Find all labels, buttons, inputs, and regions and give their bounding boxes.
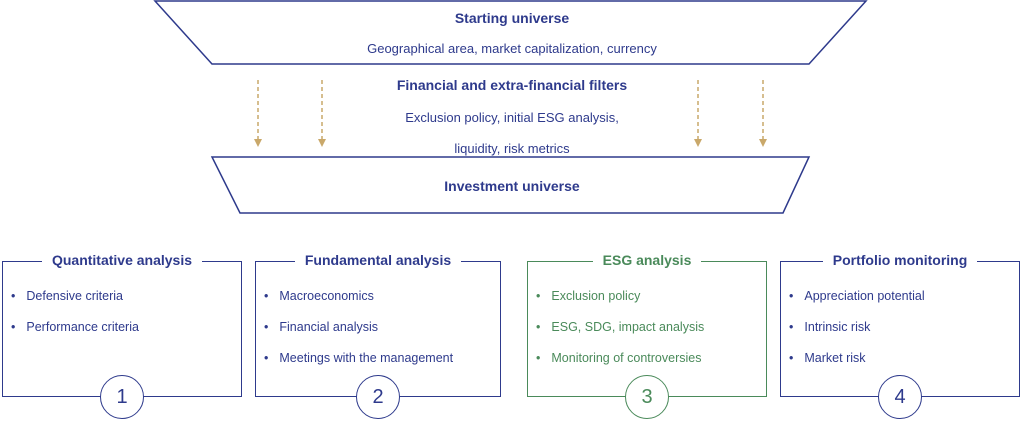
filter-arrow [759, 80, 767, 147]
filter-arrow [254, 80, 262, 147]
list-item: Meetings with the management [264, 351, 453, 382]
step-title: Portfolio monitoring [822, 252, 978, 268]
list-item: Market risk [789, 351, 925, 382]
filter-arrow [318, 80, 326, 147]
list-item: Defensive criteria [11, 289, 139, 320]
list-item: Macroeconomics [264, 289, 453, 320]
investment-universe-title: Investment universe [444, 178, 580, 194]
filter-arrow [694, 80, 702, 147]
filters-title: Financial and extra-financial filters [396, 77, 628, 93]
step-title: ESG analysis [592, 252, 702, 268]
step-number-badge: 1 [100, 375, 144, 419]
investment-universe-trapezoid [210, 156, 811, 214]
step-number-badge: 2 [356, 375, 400, 419]
starting-universe-subtitle: Geographical area, market capitalization… [367, 41, 657, 56]
list-item: Appreciation potential [789, 289, 924, 320]
step-number-badge: 4 [878, 375, 922, 419]
step-box-portfolio: Portfolio monitoring Appreciation potent… [780, 252, 1020, 419]
list-item: ESG, SDG, impact analysis [536, 320, 704, 351]
starting-universe-title: Starting universe [454, 10, 570, 26]
starting-universe-trapezoid [153, 0, 868, 65]
step-title: Quantitative analysis [41, 252, 203, 268]
filters-line-2: liquidity, risk metrics [454, 141, 570, 156]
filters-line-1: Exclusion policy, initial ESG analysis, [405, 110, 619, 125]
step-title: Fundamental analysis [294, 252, 462, 268]
step-box-esg: ESG analysis Exclusion policy ESG, SDG, … [527, 252, 767, 419]
list-item: Performance criteria [11, 320, 139, 351]
list-item: Financial analysis [264, 320, 453, 351]
list-item: Intrinsic risk [789, 320, 925, 351]
step-box-quantitative: Quantitative analysis Defensive criteria… [2, 252, 242, 419]
list-item: Monitoring of controversies [536, 351, 704, 382]
list-item: Exclusion policy [536, 289, 704, 320]
step-box-fundamental: Fundamental analysis Macroeconomics Fina… [255, 252, 501, 419]
step-number-badge: 3 [625, 375, 669, 419]
